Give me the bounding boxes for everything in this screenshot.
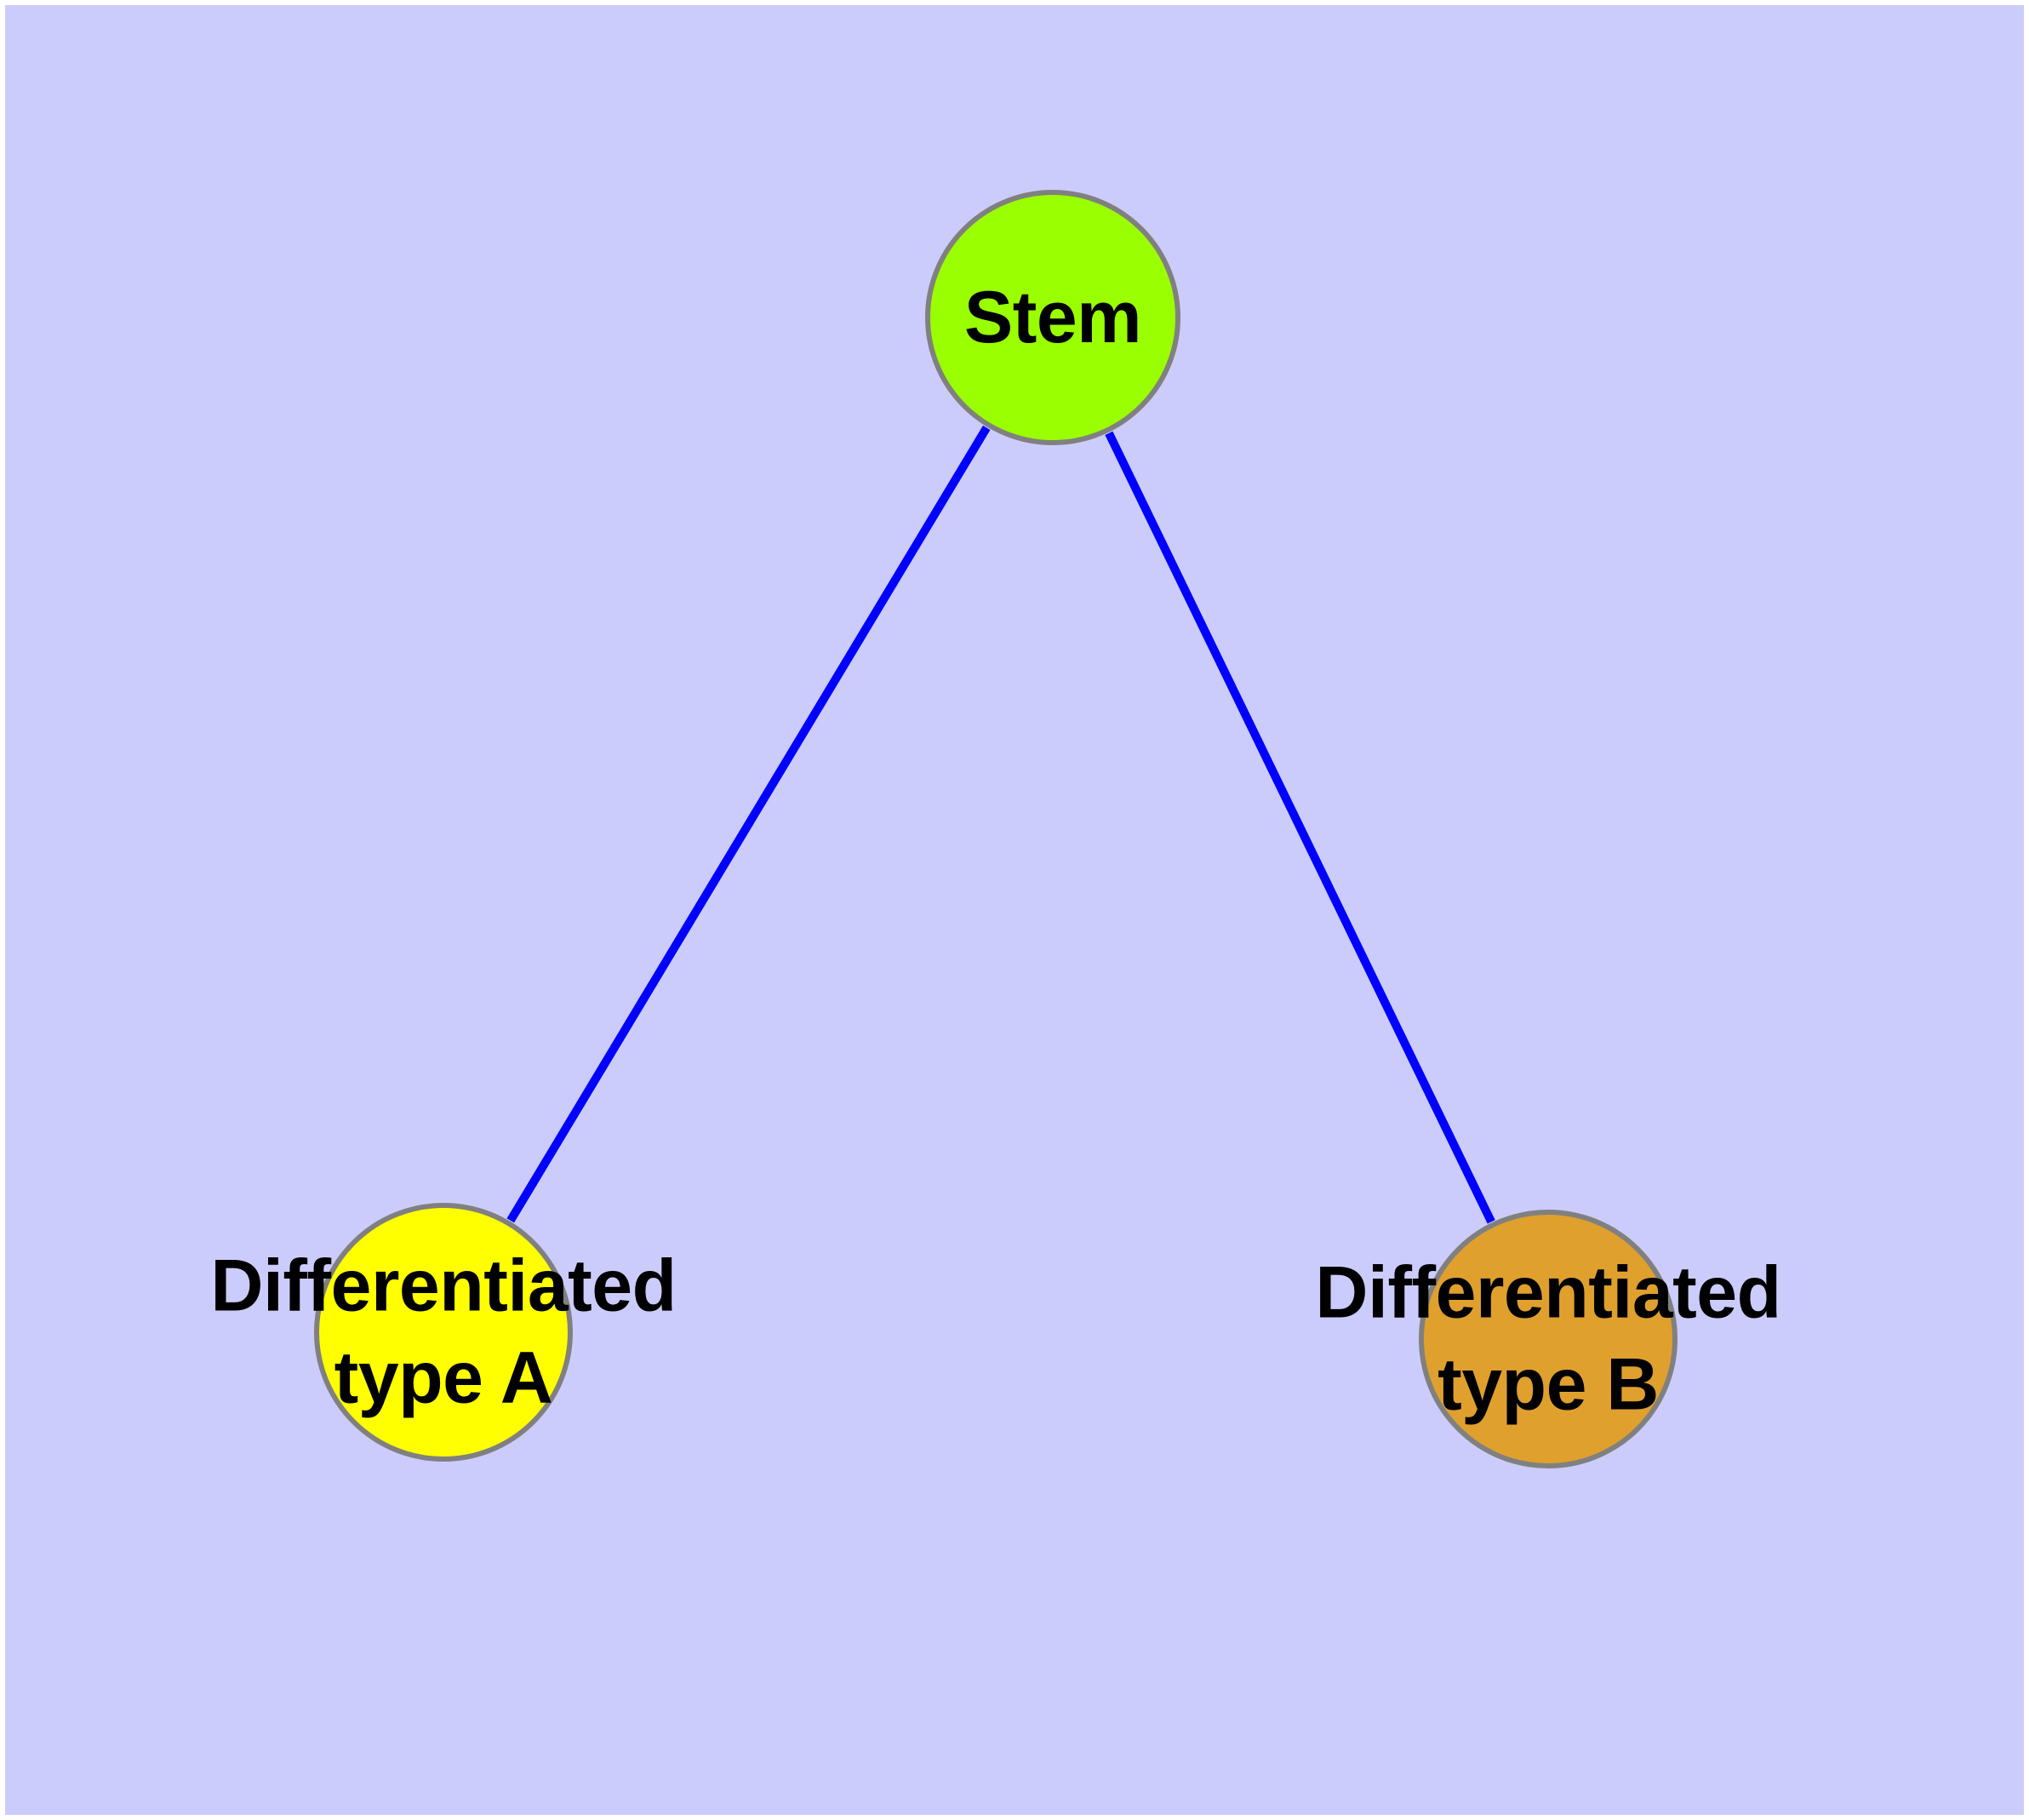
graph-node-stem[interactable] [925,190,1180,445]
graph-node-diff_a[interactable] [314,1203,573,1462]
graph-node-diff_b[interactable] [1419,1210,1677,1468]
node-layer [314,190,1677,1468]
graph-edge-stem-diff_b [1105,431,1495,1224]
graph-edge-stem-diff_a [506,425,991,1223]
edge-layer [506,425,1495,1224]
